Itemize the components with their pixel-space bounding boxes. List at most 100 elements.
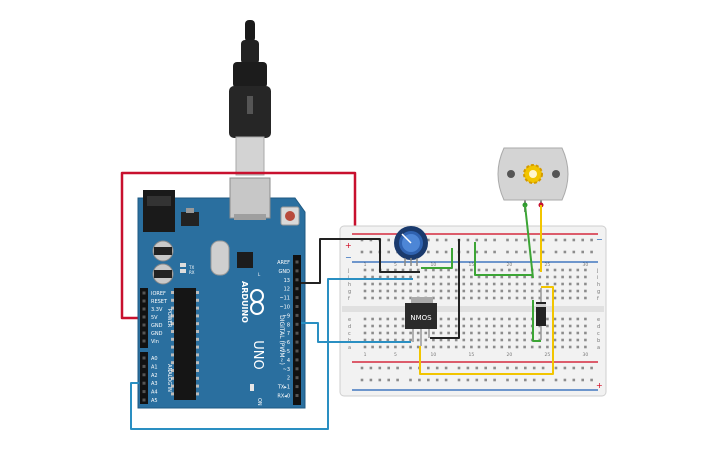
breadboard-hole[interactable] [561, 331, 564, 335]
breadboard-hole[interactable] [576, 289, 580, 293]
breadboard-hole[interactable] [523, 289, 526, 293]
breadboard-hole[interactable] [523, 275, 526, 279]
breadboard-hole[interactable] [561, 324, 564, 328]
breadboard-hole[interactable] [378, 275, 382, 279]
breadboard-hole[interactable] [523, 282, 526, 286]
breadboard-hole[interactable] [416, 268, 420, 272]
breadboard-hole[interactable] [394, 338, 397, 342]
breadboard-hole[interactable] [394, 324, 397, 328]
breadboard-hole[interactable] [515, 331, 519, 335]
breadboard-hole[interactable] [401, 338, 405, 342]
rail-hole[interactable] [466, 250, 470, 254]
breadboard-hole[interactable] [470, 296, 473, 300]
breadboard-hole[interactable] [553, 282, 557, 286]
rail-hole[interactable] [541, 378, 545, 382]
breadboard-hole[interactable] [485, 345, 488, 349]
rail-hole[interactable] [360, 250, 364, 254]
rail-hole[interactable] [409, 366, 412, 370]
header-pin-hole[interactable] [295, 287, 299, 291]
breadboard-hole[interactable] [386, 317, 390, 321]
breadboard-hole[interactable] [508, 317, 511, 321]
breadboard-hole[interactable] [492, 317, 496, 321]
rail-hole[interactable] [541, 238, 545, 242]
breadboard-hole[interactable] [394, 275, 397, 279]
breadboard-hole[interactable] [363, 296, 367, 300]
rail-hole[interactable] [572, 238, 576, 242]
breadboard-hole[interactable] [424, 331, 428, 335]
breadboard-hole[interactable] [394, 331, 397, 335]
breadboard-hole[interactable] [485, 324, 488, 328]
rail-hole[interactable] [457, 378, 461, 382]
rail-hole[interactable] [387, 366, 390, 370]
breadboard-hole[interactable] [447, 338, 450, 342]
breadboard-hole[interactable] [409, 282, 412, 286]
rail-hole[interactable] [515, 366, 518, 370]
breadboard-hole[interactable] [500, 275, 504, 279]
breadboard-hole[interactable] [470, 324, 473, 328]
breadboard-hole[interactable] [500, 338, 504, 342]
rail-hole[interactable] [572, 366, 576, 370]
breadboard-hole[interactable] [424, 345, 428, 349]
breadboard-hole[interactable] [424, 338, 428, 342]
breadboard-hole[interactable] [500, 331, 504, 335]
rail-hole[interactable] [484, 250, 487, 254]
breadboard-hole[interactable] [561, 345, 564, 349]
breadboard-hole[interactable] [432, 275, 435, 279]
rail-hole[interactable] [493, 378, 496, 382]
breadboard-hole[interactable] [401, 345, 405, 349]
breadboard-hole[interactable] [584, 289, 587, 293]
breadboard-hole[interactable] [553, 275, 557, 279]
breadboard-hole[interactable] [416, 282, 420, 286]
rail-hole[interactable] [572, 378, 576, 382]
breadboard-hole[interactable] [492, 296, 496, 300]
breadboard-hole[interactable] [538, 331, 542, 335]
breadboard-hole[interactable] [546, 331, 549, 335]
breadboard-hole[interactable] [553, 338, 557, 342]
breadboard-hole[interactable] [439, 268, 443, 272]
breadboard-hole[interactable] [500, 268, 504, 272]
breadboard-hole[interactable] [462, 345, 466, 349]
rail-hole[interactable] [466, 378, 470, 382]
breadboard-hole[interactable] [470, 268, 473, 272]
breadboard-hole[interactable] [424, 289, 428, 293]
header-pin-hole[interactable] [142, 364, 146, 368]
breadboard-hole[interactable] [508, 296, 511, 300]
breadboard-hole[interactable] [432, 282, 435, 286]
rail-hole[interactable] [418, 378, 421, 382]
breadboard-hole[interactable] [546, 345, 549, 349]
breadboard-hole[interactable] [454, 296, 458, 300]
breadboard-hole[interactable] [363, 289, 367, 293]
breadboard-hole[interactable] [470, 275, 473, 279]
breadboard-hole[interactable] [424, 268, 428, 272]
header-pin-hole[interactable] [295, 322, 299, 326]
breadboard-hole[interactable] [409, 296, 412, 300]
breadboard-hole[interactable] [523, 345, 526, 349]
breadboard-hole[interactable] [485, 317, 488, 321]
breadboard-hole[interactable] [492, 338, 496, 342]
breadboard-hole[interactable] [576, 296, 580, 300]
breadboard-hole[interactable] [409, 345, 412, 349]
breadboard-hole[interactable] [454, 289, 458, 293]
breadboard-hole[interactable] [553, 324, 557, 328]
breadboard-hole[interactable] [515, 282, 519, 286]
header-pin-hole[interactable] [295, 296, 299, 300]
breadboard-hole[interactable] [454, 317, 458, 321]
breadboard-hole[interactable] [568, 268, 572, 272]
breadboard-hole[interactable] [378, 324, 382, 328]
breadboard-hole[interactable] [416, 275, 420, 279]
breadboard-hole[interactable] [576, 268, 580, 272]
breadboard-hole[interactable] [454, 338, 458, 342]
breadboard-hole[interactable] [584, 275, 587, 279]
breadboard-hole[interactable] [538, 296, 542, 300]
breadboard-hole[interactable] [553, 345, 557, 349]
breadboard-hole[interactable] [546, 317, 549, 321]
rail-hole[interactable] [554, 366, 558, 370]
breadboard-hole[interactable] [530, 345, 534, 349]
breadboard-hole[interactable] [546, 324, 549, 328]
breadboard-hole[interactable] [515, 324, 519, 328]
breadboard-hole[interactable] [386, 275, 390, 279]
rail-hole[interactable] [387, 378, 390, 382]
rail-hole[interactable] [360, 378, 364, 382]
breadboard-hole[interactable] [561, 275, 564, 279]
breadboard-hole[interactable] [409, 275, 412, 279]
